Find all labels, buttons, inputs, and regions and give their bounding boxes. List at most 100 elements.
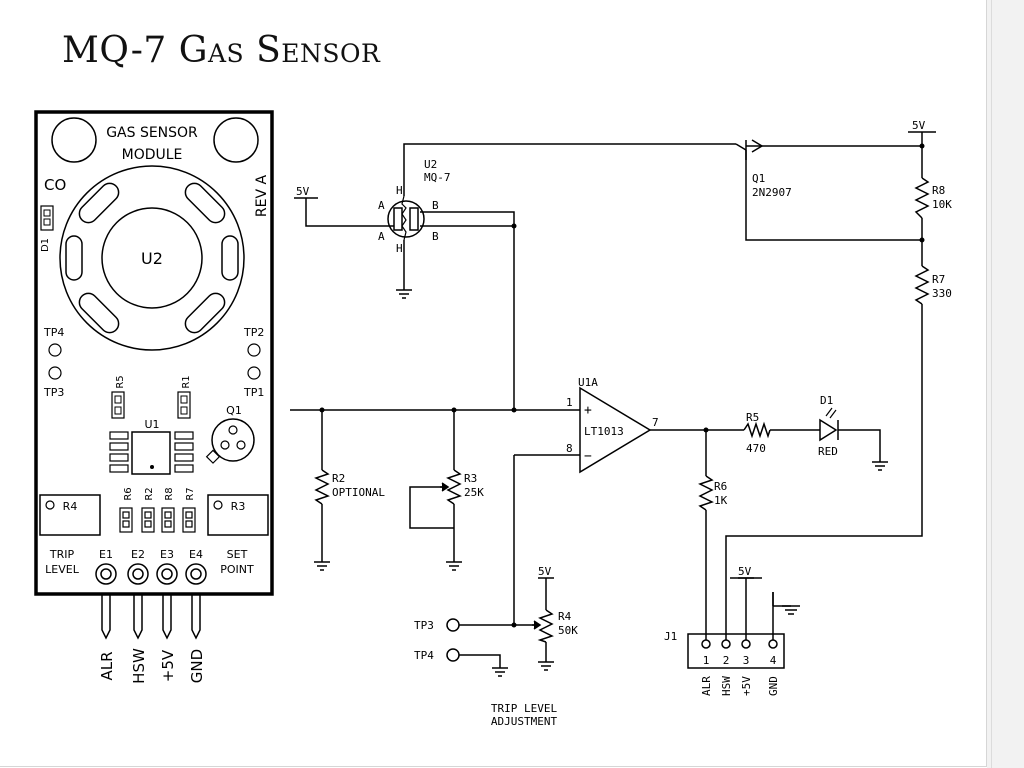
ground-r3 (446, 561, 462, 571)
ground-r2 (314, 561, 330, 571)
module-set-label-2: POINT (220, 563, 254, 576)
module-tp1-label: TP1 (243, 386, 264, 399)
q1-ref: Q1 (752, 172, 765, 185)
ground-j1 (772, 592, 800, 615)
module-r4-label: R4 (63, 500, 78, 513)
r8-resistor (914, 177, 930, 219)
j1-alr: ALR (700, 676, 713, 696)
module-set-label-1: SET (227, 548, 248, 561)
module-board (34, 110, 274, 640)
u2-ref: U2 (424, 158, 437, 171)
tp4-test-point (446, 648, 460, 662)
u2-pin-h-bot: H (396, 242, 403, 255)
supply-5v-j1: 5V (738, 565, 752, 578)
module-labels: GAS SENSOR MODULE CO REV A U2 D1 TP4 TP3… (40, 125, 270, 684)
j1-hsw: HSW (720, 676, 733, 696)
module-heading-1: GAS SENSOR (106, 125, 198, 141)
module-sensor-label: U2 (141, 249, 163, 268)
u1-pins (109, 431, 194, 473)
r6-resistor (698, 475, 714, 511)
r4-val: 50K (558, 624, 578, 637)
supply-5v-r4: 5V (538, 565, 552, 578)
pad-leads (101, 594, 201, 640)
u2-pin-a-bot: A (378, 230, 385, 243)
module-d1-label: D1 (40, 238, 51, 252)
tp2-pad (247, 343, 261, 357)
resistor-symbols (314, 177, 930, 643)
module-tp2-label: TP2 (243, 326, 264, 339)
r3-trimmer (207, 494, 269, 536)
edge-pads (95, 563, 207, 585)
tp3-label: TP3 (414, 619, 434, 632)
d1-led-symbol (819, 407, 839, 442)
slide-frame (0, 0, 987, 767)
r4-resistor (537, 609, 554, 643)
u1a-pin8: 8 (566, 442, 573, 455)
r5-ref: R5 (746, 411, 759, 424)
module-u1-label: U1 (144, 418, 159, 431)
r3-val: 25K (464, 486, 484, 499)
junction-dots (319, 143, 925, 628)
r2-val: OPTIONAL (332, 486, 385, 499)
r8-val: 10K (932, 198, 952, 211)
u1a-ref: U1A (578, 376, 598, 389)
mounting-hole-right (213, 117, 259, 163)
u2-pin-h-top: H (396, 184, 403, 197)
q1-footprint (211, 418, 255, 462)
u1a-minus: − (584, 449, 592, 464)
module-pin-hsw: HSW (130, 648, 148, 684)
mounting-hole-left (51, 117, 97, 163)
ground-led (872, 461, 888, 471)
r7-ref: R7 (932, 273, 945, 286)
d1-val: RED (818, 445, 838, 458)
r3-resistor (446, 469, 462, 505)
page-title: MQ-7 Gas Sensor (62, 30, 380, 71)
module-q1-label: Q1 (226, 404, 242, 417)
tp4-label: TP4 (414, 649, 434, 662)
u1-ic-body (131, 431, 171, 475)
j1-num-3: 3 (743, 654, 750, 667)
u2-part: MQ-7 (424, 171, 451, 184)
module-r8-label: R8 (164, 487, 175, 500)
module-trip-label-1: TRIP (49, 548, 75, 561)
r1-footprint (177, 391, 191, 419)
module-r2-label: R2 (144, 487, 155, 500)
j1-gnd: GND (767, 676, 780, 696)
sensor-slots (65, 182, 239, 334)
module-tp3-label: TP3 (43, 386, 64, 399)
j1-num-2: 2 (723, 654, 730, 667)
module-r1-label: R1 (181, 375, 192, 388)
j1-5v: +5V (740, 676, 753, 696)
r6-val: 1K (714, 494, 728, 507)
j1-connector (687, 633, 785, 669)
d1-footprint (40, 205, 54, 231)
r8-ref: R8 (932, 184, 945, 197)
sensor-outer-ring (59, 165, 245, 351)
r5-val: 470 (746, 442, 766, 455)
module-r3-label: R3 (231, 500, 246, 513)
module-tp4-label: TP4 (43, 326, 64, 339)
right-margin-strip (987, 0, 1024, 768)
ground-r4 (538, 661, 554, 671)
module-e2-label: E2 (131, 548, 145, 561)
resistor-footprints-row (119, 507, 196, 533)
module-outline (34, 110, 274, 596)
supply-5v-left: 5V (296, 185, 310, 198)
r5-resistor (743, 421, 771, 439)
u2-pin-a-top: A (378, 199, 385, 212)
supply-5v-top: 5V (912, 119, 926, 132)
u2-pin-b-bot: B (432, 230, 439, 243)
schematic-labels: U2 MQ-7 H H A A B B 5V 5V 5V 5V Q1 2N290… (296, 119, 952, 728)
module-pin-alr: ALR (98, 651, 116, 680)
ground-tp4 (492, 667, 508, 677)
pot-wipers (440, 482, 542, 630)
tp3-test-point (446, 618, 460, 632)
sensor-inner-circle (101, 207, 203, 309)
j1-num-1: 1 (703, 654, 710, 667)
r5-footprint (111, 391, 125, 419)
j1-ref: J1 (664, 630, 677, 643)
u1a-pin1: 1 (566, 396, 573, 409)
module-r7-label: R7 (185, 487, 196, 500)
page-title-text: MQ-7 Gas Sensor (62, 30, 381, 71)
module-e1-label: E1 (99, 548, 113, 561)
